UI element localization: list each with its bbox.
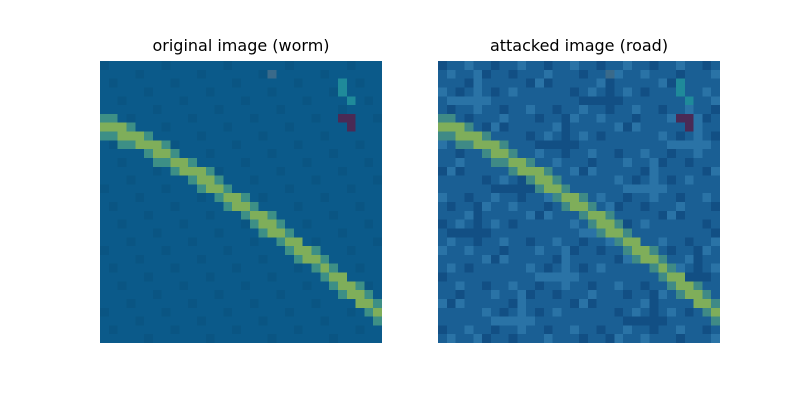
original-image [100, 61, 382, 343]
attacked-image-pixels [438, 61, 720, 343]
original-image-title: original image (worm) [152, 36, 330, 55]
original-image-pixels [100, 61, 382, 343]
attacked-image-title: attacked image (road) [489, 36, 669, 55]
attacked-image [438, 61, 720, 343]
